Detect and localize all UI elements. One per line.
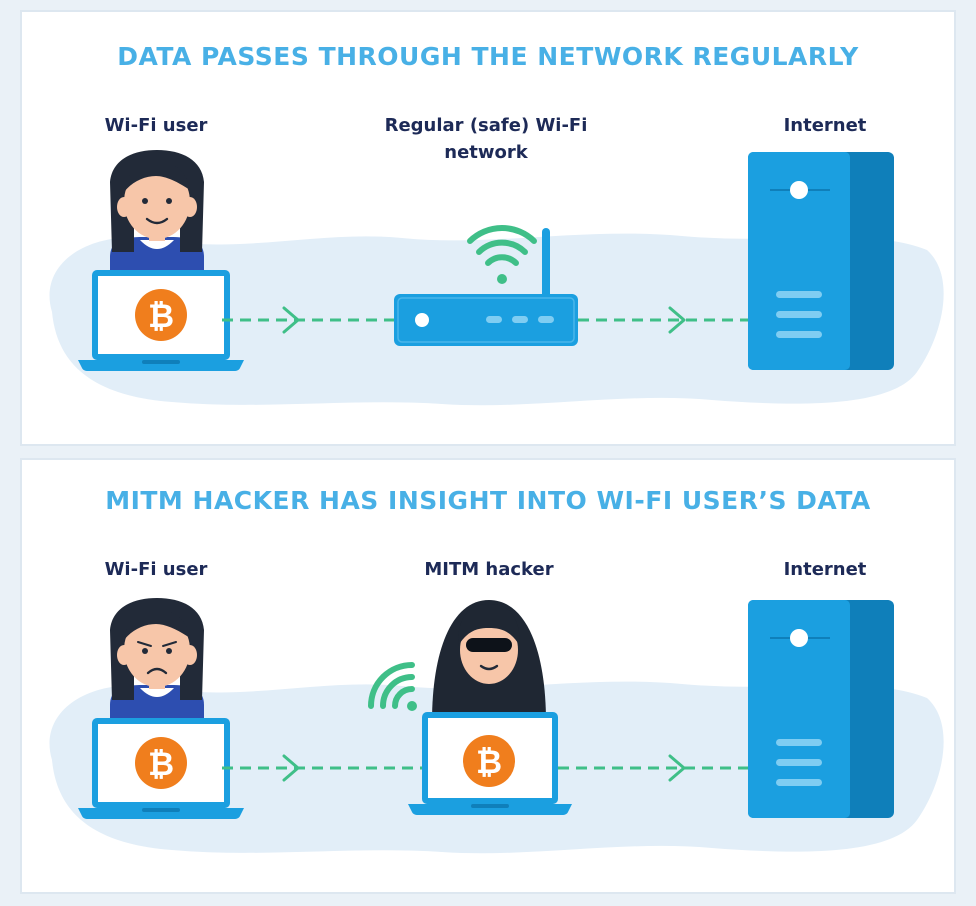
bitcoin-icon: ₿ — [463, 735, 515, 787]
panel-mitm-attack: ₿ — [20, 458, 956, 894]
panel-bottom-illustration: ₿ — [49, 598, 944, 854]
panel-regular-network: ₿ — [20, 10, 956, 446]
wifi-router-icon — [394, 228, 578, 346]
svg-text:₿: ₿ — [148, 745, 174, 783]
label-internet: Internet — [783, 559, 867, 580]
server-icon — [748, 600, 894, 818]
dashed-arrow-icon — [578, 306, 748, 334]
label-internet: Internet — [783, 115, 867, 136]
bitcoin-icon: ₿ — [135, 289, 187, 341]
panel-top-illustration: ₿ — [49, 150, 944, 406]
wifi-signal-icon — [467, 225, 537, 284]
panel-title: MITM HACKER HAS INSIGHT INTO WI-FI USER’… — [105, 486, 871, 515]
svg-text:₿: ₿ — [148, 297, 174, 335]
dashed-arrow-icon — [558, 754, 748, 782]
woman-user-icon — [110, 150, 204, 274]
server-icon — [748, 152, 894, 370]
dashed-arrow-icon — [222, 306, 394, 334]
wifi-signal-icon — [368, 662, 417, 711]
hooded-hacker-icon — [432, 600, 546, 722]
label-wifi-user: Wi-Fi user — [104, 559, 208, 580]
dashed-arrow-icon — [222, 754, 422, 782]
label-mitm-hacker: MITM hacker — [424, 559, 554, 580]
panel-title: DATA PASSES THROUGH THE NETWORK REGULARL… — [117, 42, 859, 71]
label-safe-network: Regular (safe) Wi-Fi network — [384, 115, 588, 163]
bitcoin-icon: ₿ — [135, 737, 187, 789]
label-wifi-user: Wi-Fi user — [104, 115, 208, 136]
woman-user-icon — [110, 598, 204, 722]
svg-text:₿: ₿ — [476, 743, 502, 781]
